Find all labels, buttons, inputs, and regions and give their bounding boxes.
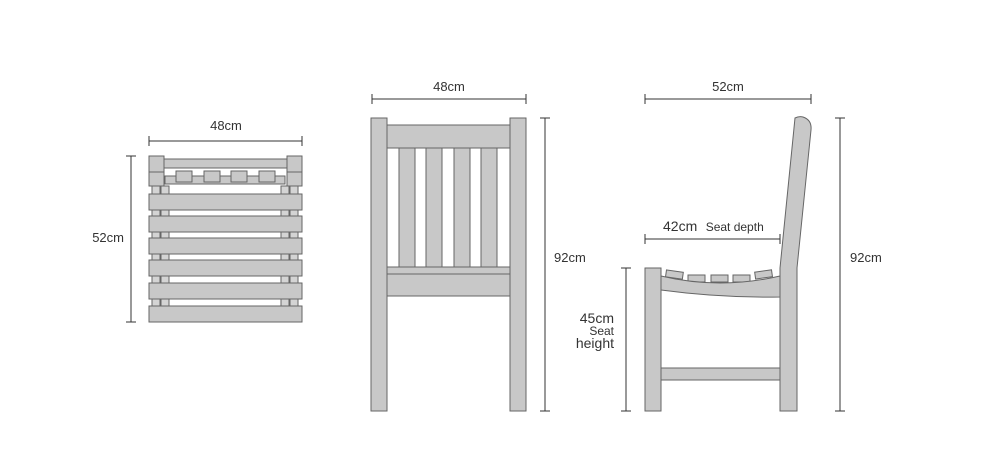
side-seat-slat <box>732 274 751 283</box>
seat-height-line2: height <box>576 335 614 351</box>
top-width-label: 48cm <box>210 118 242 133</box>
front-width-label: 48cm <box>433 79 465 94</box>
top-seat-slat <box>148 259 303 277</box>
front-height-label: 92cm <box>554 250 586 265</box>
seat-depth-text: Seat depth <box>706 220 764 234</box>
top-seat-slat <box>148 193 303 211</box>
front-back-slat-4 <box>480 147 498 269</box>
side-seat-slat <box>664 269 684 280</box>
front-left-post <box>370 117 388 412</box>
front-seat-apron <box>386 273 511 297</box>
top-back-slat-4 <box>258 170 276 183</box>
front-back-slat-3 <box>453 147 471 269</box>
seat-depth-label: 42cm Seat depth <box>663 218 764 235</box>
top-back-left-post <box>148 155 165 173</box>
side-stretcher <box>660 367 781 381</box>
front-top-rail <box>386 124 511 149</box>
top-view: 48cm 52cm <box>92 118 303 323</box>
top-back-right-post <box>286 155 303 173</box>
front-view: 48cm 92cm <box>370 79 586 412</box>
seat-height-value: 45cm <box>580 310 614 326</box>
side-seat-rail <box>660 275 781 298</box>
front-back-slat-2 <box>425 147 443 269</box>
front-seat-edge <box>386 266 511 275</box>
top-seat-slat <box>148 237 303 255</box>
top-back-slat-3 <box>230 170 248 183</box>
front-right-post <box>509 117 527 412</box>
side-front-leg <box>644 267 662 412</box>
top-seat-slat <box>148 282 303 300</box>
side-view: 52cm 92cm 42cm Seat depth 45cm Seat heig… <box>576 79 882 412</box>
side-depth-label: 52cm <box>712 79 744 94</box>
side-seat-slat <box>710 274 729 283</box>
top-seat-slat <box>148 305 303 323</box>
top-back-rail <box>162 158 288 169</box>
side-height-label: 92cm <box>850 250 882 265</box>
side-rear-post <box>779 116 812 412</box>
front-back-slat-1 <box>398 147 416 269</box>
seat-height-line1: Seat <box>589 324 614 338</box>
top-depth-label: 52cm <box>92 230 124 245</box>
top-back-right-post-lower <box>286 171 303 187</box>
seat-depth-value: 42cm <box>663 218 697 234</box>
side-seat-slat <box>754 269 774 280</box>
top-back-left-post-lower <box>148 171 165 187</box>
top-seat-slat <box>148 215 303 233</box>
top-back-slat-band <box>164 175 286 185</box>
top-back-slat-1 <box>175 170 193 183</box>
top-back-slat-2 <box>203 170 221 183</box>
